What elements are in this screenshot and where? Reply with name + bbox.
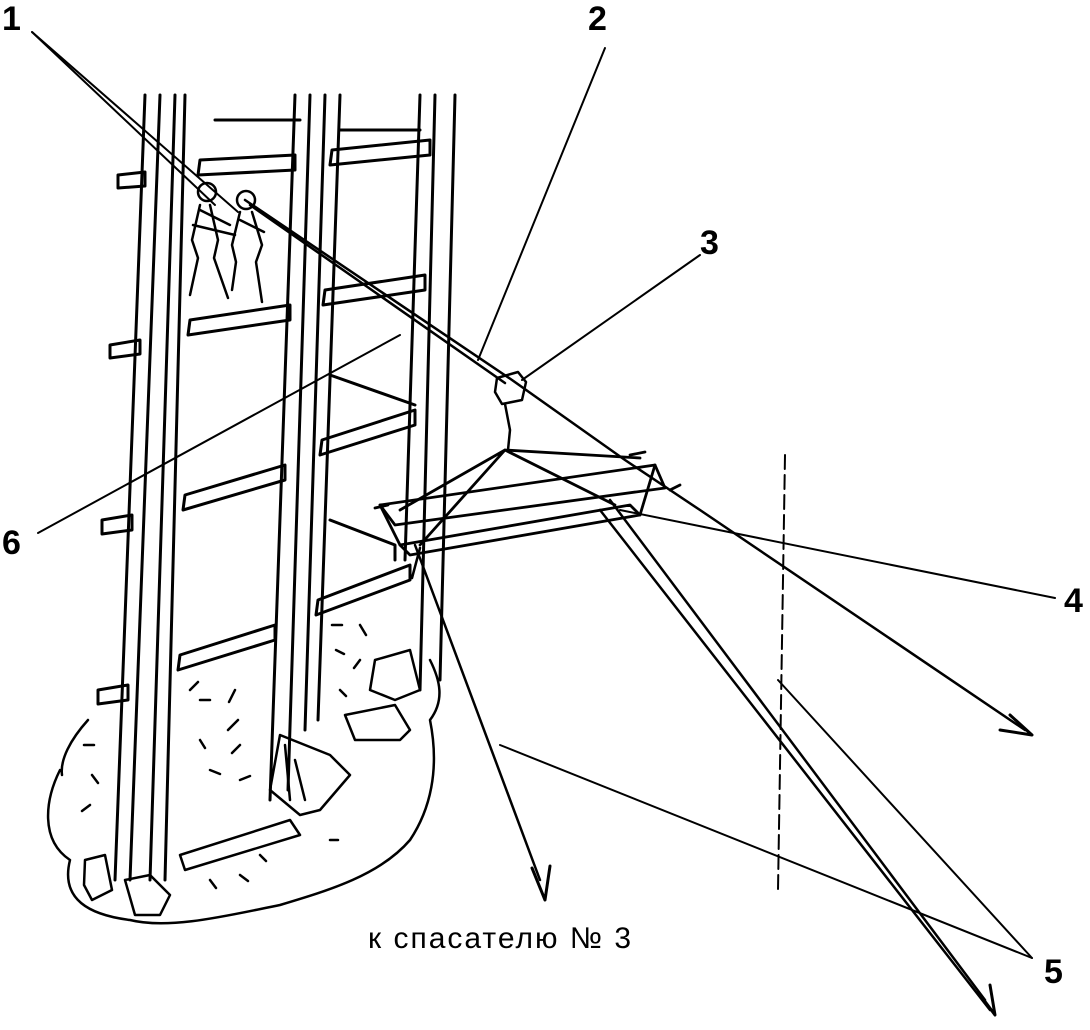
building-column (113, 93, 147, 882)
building-column (418, 93, 437, 692)
building-column (438, 93, 457, 682)
building-column (148, 93, 177, 882)
building-column (163, 93, 187, 882)
floor-slab (186, 303, 292, 337)
building-column (268, 93, 297, 802)
leader-lines (31, 31, 1056, 959)
guide-ropes (410, 498, 992, 1012)
reference-line (777, 454, 786, 891)
highline-rope (243, 198, 1027, 732)
floor-slab (196, 153, 297, 177)
beam-stub (328, 518, 397, 562)
building-column (286, 93, 312, 792)
arrowhead (998, 713, 1034, 737)
callout-6: 6 (2, 524, 21, 562)
building-column (303, 93, 327, 732)
rubble-pile (46, 623, 441, 925)
beam-stub (108, 338, 142, 360)
floor-slab (213, 118, 422, 132)
floor-slab (321, 273, 427, 307)
callout-3: 3 (700, 224, 719, 262)
callout-4: 4 (1064, 582, 1083, 620)
rescuer-figures (188, 181, 266, 304)
stretcher (373, 448, 682, 557)
beam-stub (96, 683, 130, 706)
beam-stub (116, 170, 147, 190)
floor-slab (181, 463, 287, 512)
beam-stub (328, 373, 417, 407)
building-frame (96, 93, 457, 882)
building-column (403, 93, 422, 562)
floor-slab (314, 563, 412, 617)
arrowhead (530, 864, 552, 902)
building-column (316, 93, 342, 722)
callout-1: 1 (2, 0, 21, 38)
pulley-block (493, 370, 528, 452)
callout-2: 2 (588, 0, 607, 38)
beam-stub (100, 513, 134, 536)
building-column (128, 93, 162, 882)
callout-5: 5 (1044, 953, 1063, 991)
floor-slab (176, 623, 277, 672)
floor-slab (318, 408, 417, 457)
floor-slab (328, 138, 432, 167)
arrowhead (976, 983, 997, 1017)
direction-caption: к спасателю № 3 (368, 922, 634, 955)
